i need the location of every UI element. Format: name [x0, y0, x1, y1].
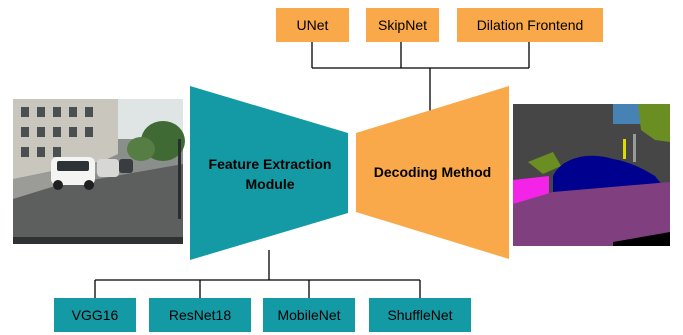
input-street-image	[13, 99, 185, 244]
decoder-dilation-frontend-box: Dilation Frontend	[457, 8, 603, 42]
decoder-unet-label: UNet	[296, 17, 329, 33]
decoder-skipnet-box: SkipNet	[366, 8, 439, 42]
decoder-dilation-frontend-label: Dilation Frontend	[476, 17, 584, 33]
encoder-shufflenet-label: ShuffleNet	[387, 307, 453, 323]
decoding-method-label: Decoding Method	[356, 162, 509, 182]
encoder-vgg16-label: VGG16	[71, 307, 119, 323]
feature-extraction-label: Feature Extraction Module	[190, 154, 350, 194]
encoder-shufflenet-box: ShuffleNet	[369, 298, 471, 332]
output-segmentation-image	[513, 104, 670, 246]
decoder-unet-box: UNet	[276, 8, 349, 42]
encoder-connectors	[94, 250, 421, 298]
feature-extraction-label-line1: Feature Extraction	[208, 156, 332, 172]
encoder-mobilenet-box: MobileNet	[263, 298, 355, 332]
decoder-connectors	[311, 42, 530, 112]
feature-extraction-label-line2: Module	[245, 176, 295, 192]
encoder-vgg16-box: VGG16	[54, 298, 136, 332]
encoder-resnet18-label: ResNet18	[168, 307, 232, 323]
encoder-resnet18-box: ResNet18	[149, 298, 251, 332]
decoding-method-block	[356, 86, 509, 259]
encoder-mobilenet-label: MobileNet	[277, 307, 341, 323]
decoder-skipnet-label: SkipNet	[377, 17, 428, 33]
decoding-method-label-text: Decoding Method	[373, 164, 492, 180]
feature-extraction-block	[190, 86, 348, 260]
